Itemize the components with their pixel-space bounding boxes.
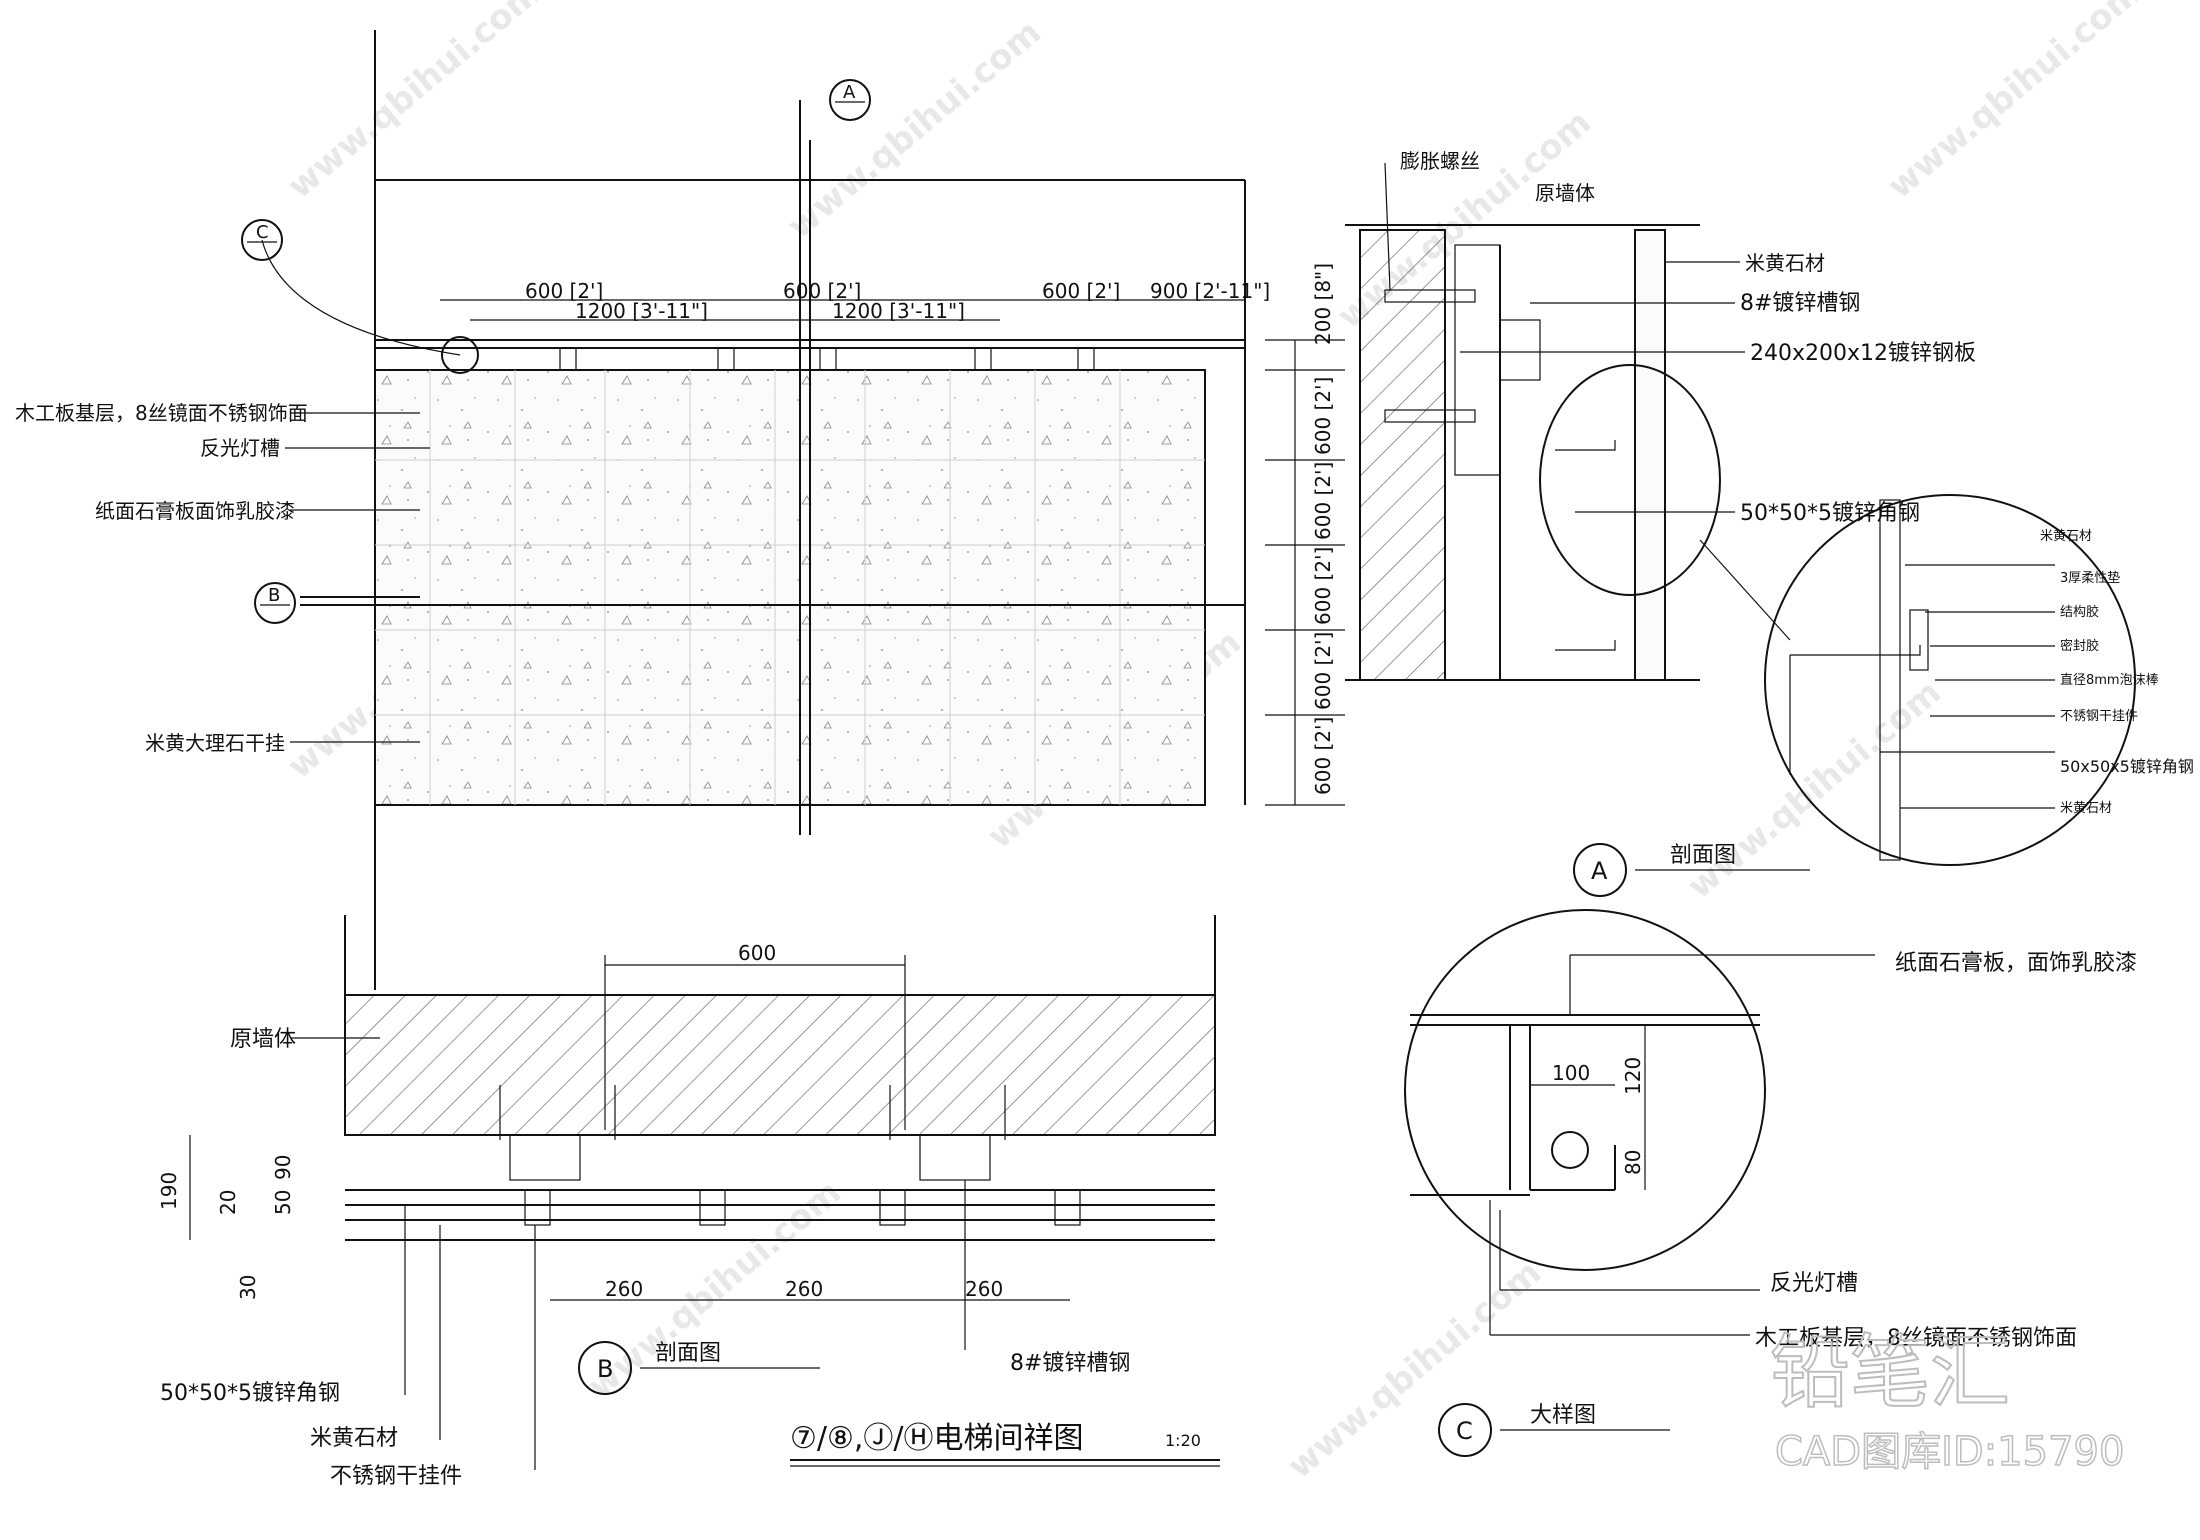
marker-c-circle [241,219,283,261]
section-a-label: 膨胀螺丝 [1400,149,1480,173]
dim-text: 80 [1621,1150,1645,1175]
detail-label: 直径8mm泡沫棒 [2060,673,2159,688]
dim-text: 190 [157,1172,181,1210]
detail-c-view: 100 120 80 纸面石膏板，面饰乳胶漆 反光灯槽 木工板基层，8丝镜面不锈… [1404,909,2137,1457]
marker-b-label: B [597,1355,613,1383]
dim-text: 100 [1552,1061,1590,1085]
dim-text: 600 [2'] [1311,547,1335,625]
elevation-view: 600 [2'] 600 [2'] 600 [2'] 900 [2'-11"] … [15,30,1345,990]
stamp-id-text: CAD图库ID:15790 [1775,1429,2124,1475]
dim-text: 600 [2'] [783,279,861,303]
detail-c-label: 反光灯槽 [1770,1271,1858,1296]
marker-a-circle [1573,843,1627,897]
detail-c-label: 纸面石膏板，面饰乳胶漆 [1895,951,2137,976]
drawing-title-block: ⑦/⑧,Ⓙ/Ⓗ电梯间祥图 1:20 [790,1421,1220,1467]
dim-text: 30 [236,1275,260,1300]
detail-label: 米黄石材 [2060,801,2112,816]
section-b-label: 8#镀锌槽钢 [1010,1351,1130,1376]
dim-text: 200 [8"] [1311,263,1335,345]
detail-c-circle [1404,909,1766,1271]
dim-text: 600 [2'] [1311,632,1335,710]
marker-c-label: C [1456,1417,1473,1445]
detail-label: 密封胶 [2060,638,2099,654]
section-b-label: 不锈钢干挂件 [330,1464,462,1489]
dim-text: 900 [2'-11"] [1150,279,1270,303]
watermark-text: www.qbihui.com [1280,1252,1549,1487]
detail-callout-circle [1539,364,1721,596]
detail-label: 50x50x5镀锌角钢 [2060,757,2194,776]
marker-c-circle [1438,1403,1492,1457]
section-b-name: 剖面图 [655,1341,721,1366]
dim-text: 260 [605,1277,643,1301]
detail-label: 不锈钢干挂件 [2060,709,2138,724]
marker-b-label: B [268,585,280,606]
section-a-view: 膨胀螺丝 原墙体 米黄石材 8#镀锌槽钢 240x200x12镀锌钢板 50*5… [1345,149,2194,897]
watermark-text: www.qbihui.com [1680,672,1949,907]
dim-text: 20 [216,1190,240,1215]
section-a-label: 米黄石材 [1745,251,1825,275]
marker-c-label: C [256,222,269,243]
dim-text: 600 [2'] [525,279,603,303]
section-b-label: 原墙体 [230,1027,296,1052]
detail-label: 米黄石材 [2040,529,2092,544]
section-a-label: 240x200x12镀锌钢板 [1750,341,1976,366]
dim-text: 600 [2'] [1311,462,1335,540]
dim-text: 600 [738,941,776,965]
watermark-text: www.qbihui.com [280,0,549,207]
lamp-circle [1551,1131,1589,1169]
elevation-label: 木工板基层，8丝镜面不锈钢饰面 [15,401,308,425]
section-a-name: 剖面图 [1670,843,1736,868]
dim-text: 600 [2'] [1311,717,1335,795]
detail-c-name: 大样图 [1530,1403,1596,1428]
section-a-label: 原墙体 [1535,181,1595,205]
section-b-label: 50*50*5镀锌角钢 [160,1381,340,1406]
section-b-view: 600 260 260 260 190 90 50 20 30 原墙体 50*5… [157,915,1216,1489]
marker-b-circle [578,1341,632,1395]
watermark-text: www.qbihui.com [1880,0,2149,207]
dim-text: 600 [2'] [1042,279,1120,303]
logo-text: 铅笔汇 [1770,1326,2010,1419]
detail-label: 结构胶 [2060,604,2099,620]
dim-text: 260 [965,1277,1003,1301]
dim-text: 260 [785,1277,823,1301]
marker-b-circle [254,582,296,624]
elevation-label: 反光灯槽 [200,436,280,460]
detail-a-enlarged-circle [1764,494,2136,866]
elevation-label: 米黄大理石干挂 [145,731,285,755]
dim-text: 50 [271,1190,295,1215]
dim-text: 600 [2'] [1311,377,1335,455]
section-a-label: 8#镀锌槽钢 [1740,291,1860,316]
drawing-title: ⑦/⑧,Ⓙ/Ⓗ电梯间祥图 [790,1421,1084,1456]
dim-text: 1200 [3'-11"] [832,299,965,323]
marker-a-label: A [1591,857,1608,885]
dim-text: 90 [271,1155,295,1180]
marker-a-label: A [843,82,856,103]
detail-c-label: 木工板基层，8丝镜面不锈钢饰面 [1755,1326,2077,1351]
detail-label: 3厚柔性垫 [2060,570,2120,586]
watermark-text: www.qbihui.com [780,12,1049,247]
section-b-label: 米黄石材 [310,1426,398,1451]
logo-stamp: 铅笔汇 CAD图库ID:15790 [1769,1325,2125,1476]
dim-text: 120 [1621,1057,1645,1095]
dim-text: 1200 [3'-11"] [575,299,708,323]
marker-a-circle [829,79,871,121]
elevation-label: 纸面石膏板面饰乳胶漆 [95,499,295,523]
drawing-scale: 1:20 [1165,1431,1201,1450]
detail-callout-circle [441,336,479,374]
